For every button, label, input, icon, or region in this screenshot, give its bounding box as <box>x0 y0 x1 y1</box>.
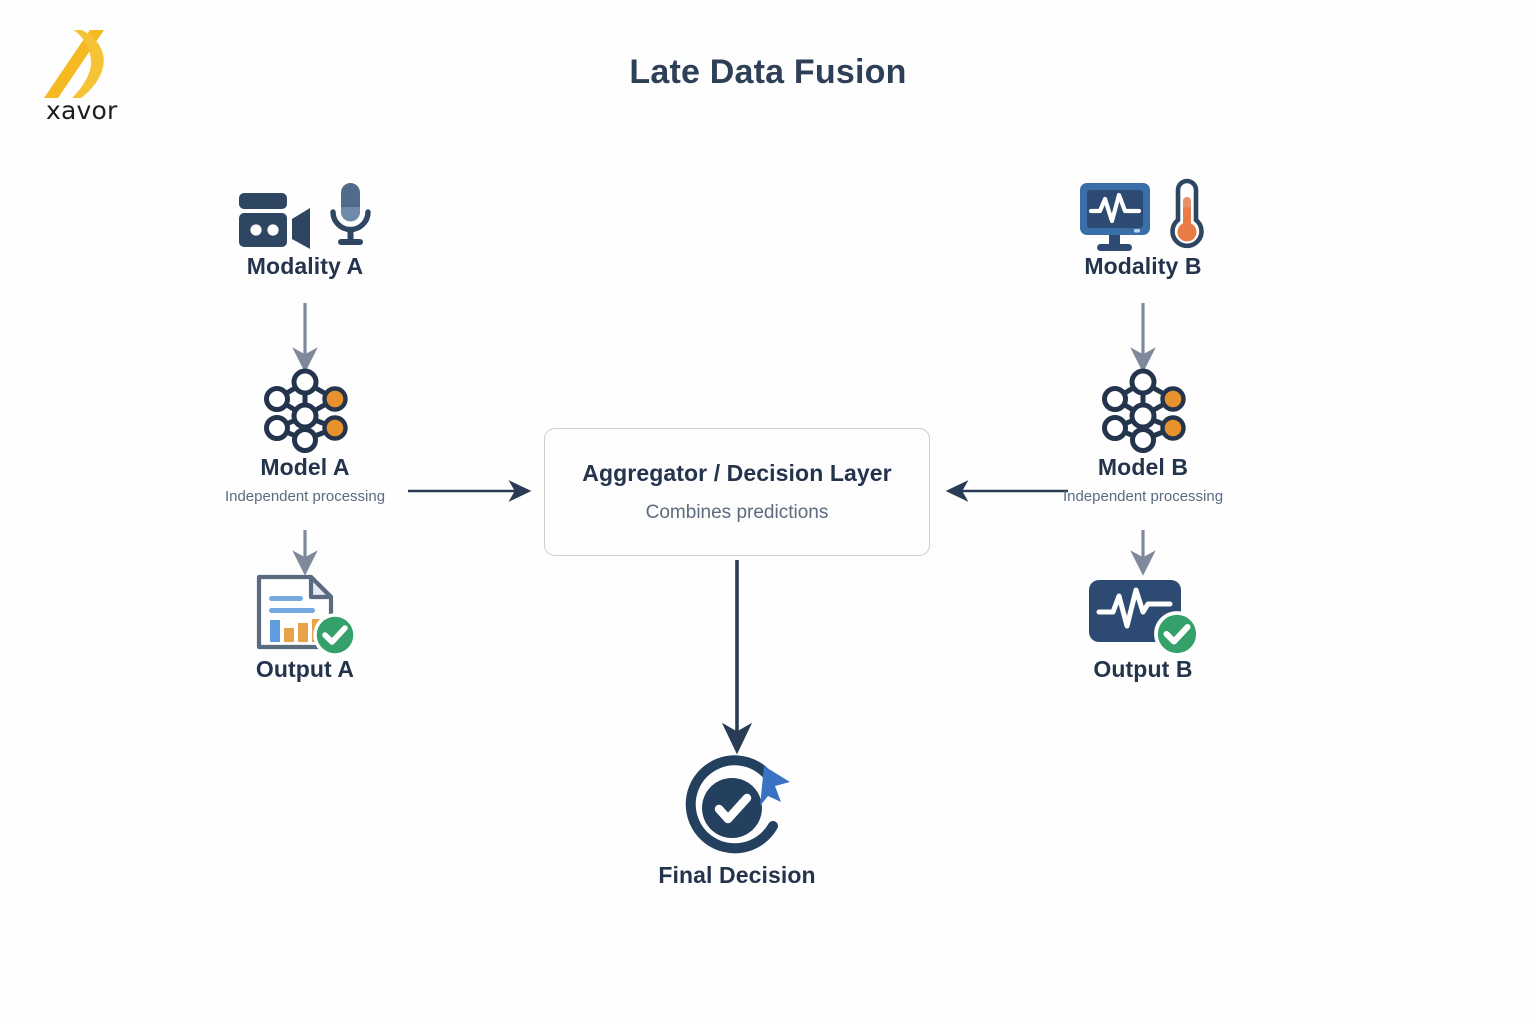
node-label-model-a: Model A <box>260 454 350 480</box>
aggregator-subtitle: Combines predictions <box>645 502 829 523</box>
model-b-icons <box>1023 368 1263 454</box>
node-label-output-a: Output A <box>255 656 355 682</box>
node-sublabel-model-a: Independent processing <box>224 488 386 505</box>
node-sublabel-model-b: Independent processing <box>1062 488 1224 505</box>
final-decision-icons <box>617 752 857 862</box>
output-a-icons <box>185 572 425 656</box>
vitals-waveform-icon <box>1089 580 1200 656</box>
node-label-modality-b: Modality B <box>1084 253 1202 279</box>
model-a-icons <box>185 368 425 454</box>
node-label-modality-a: Modality A <box>246 253 364 279</box>
decision-check-cursor-icon <box>685 755 790 854</box>
aggregator-decision-layer-box[interactable]: Aggregator / Decision Layer Combines pre… <box>544 428 930 556</box>
node-output-b[interactable]: Output B <box>1023 572 1263 683</box>
green-check-badge-icon <box>313 613 357 656</box>
node-output-a[interactable]: Output A <box>185 572 425 683</box>
microphone-icon <box>330 183 371 245</box>
thermometer-icon <box>1170 178 1204 249</box>
xavor-logo-icon <box>44 30 104 98</box>
video-camera-icon <box>239 193 310 249</box>
modality-a-icons <box>185 175 425 253</box>
xavor-logo-text: xavor <box>46 96 118 125</box>
green-check-badge-icon <box>1154 611 1200 656</box>
node-model-b[interactable]: Model B Independent processing <box>1023 368 1263 505</box>
page-title: Late Data Fusion <box>629 53 907 91</box>
node-label-output-b: Output B <box>1093 656 1193 682</box>
modality-b-icons <box>1023 175 1263 253</box>
output-b-icons <box>1023 572 1263 656</box>
neural-network-icon <box>1102 368 1186 453</box>
node-model-a[interactable]: Model A Independent processing <box>185 368 425 505</box>
node-label-final-decision: Final Decision <box>658 862 816 888</box>
aggregator-title: Aggregator / Decision Layer <box>582 460 892 486</box>
neural-network-icon <box>264 368 348 453</box>
node-modality-a[interactable]: Modality A <box>185 175 425 280</box>
node-modality-b[interactable]: Modality B <box>1023 175 1263 280</box>
node-final-decision[interactable]: Final Decision <box>617 752 857 889</box>
node-label-model-b: Model B <box>1097 454 1189 480</box>
report-document-icon <box>256 574 357 656</box>
xavor-logo: xavor <box>26 26 176 125</box>
vitals-monitor-icon <box>1080 183 1150 251</box>
